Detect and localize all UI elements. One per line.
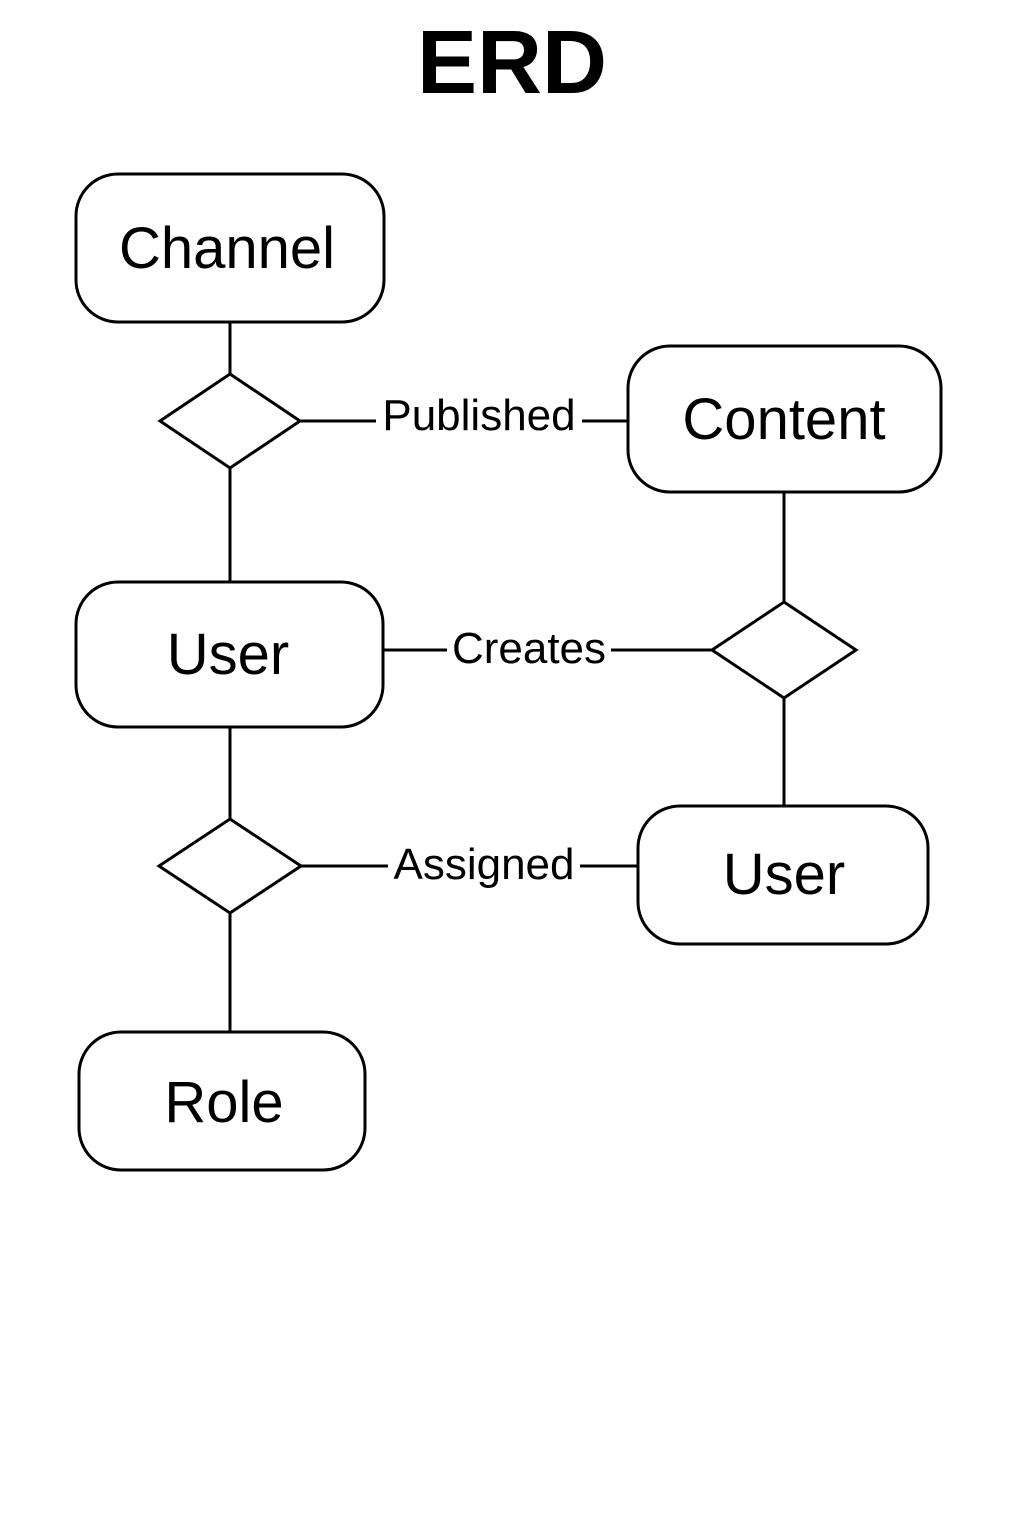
relationship-diamond-creates	[709, 600, 859, 700]
relationship-label-assigned: Assigned	[393, 840, 574, 889]
relationship-label-published-group: Published	[376, 391, 582, 444]
entity-user-right: User	[636, 804, 930, 946]
entity-role: Role	[77, 1030, 367, 1172]
entity-user-right-label: User	[723, 842, 845, 907]
entity-role-label: Role	[164, 1070, 283, 1135]
entity-content-label: Content	[682, 387, 885, 452]
entity-user-left: User	[74, 580, 385, 729]
relationship-diamond-assigned	[156, 817, 304, 915]
relationship-label-assigned-group: Assigned	[388, 838, 580, 894]
relationship-label-published: Published	[382, 391, 575, 440]
entity-content: Content	[626, 344, 943, 494]
diagram-title: ERD	[416, 13, 608, 113]
relationship-diamond-published	[157, 372, 303, 470]
relationship-label-creates-group: Creates	[447, 622, 611, 674]
relationship-label-creates: Creates	[452, 624, 606, 673]
entity-user-left-label: User	[167, 622, 289, 687]
entity-channel: Channel	[74, 172, 386, 324]
entity-channel-label: Channel	[119, 216, 335, 281]
